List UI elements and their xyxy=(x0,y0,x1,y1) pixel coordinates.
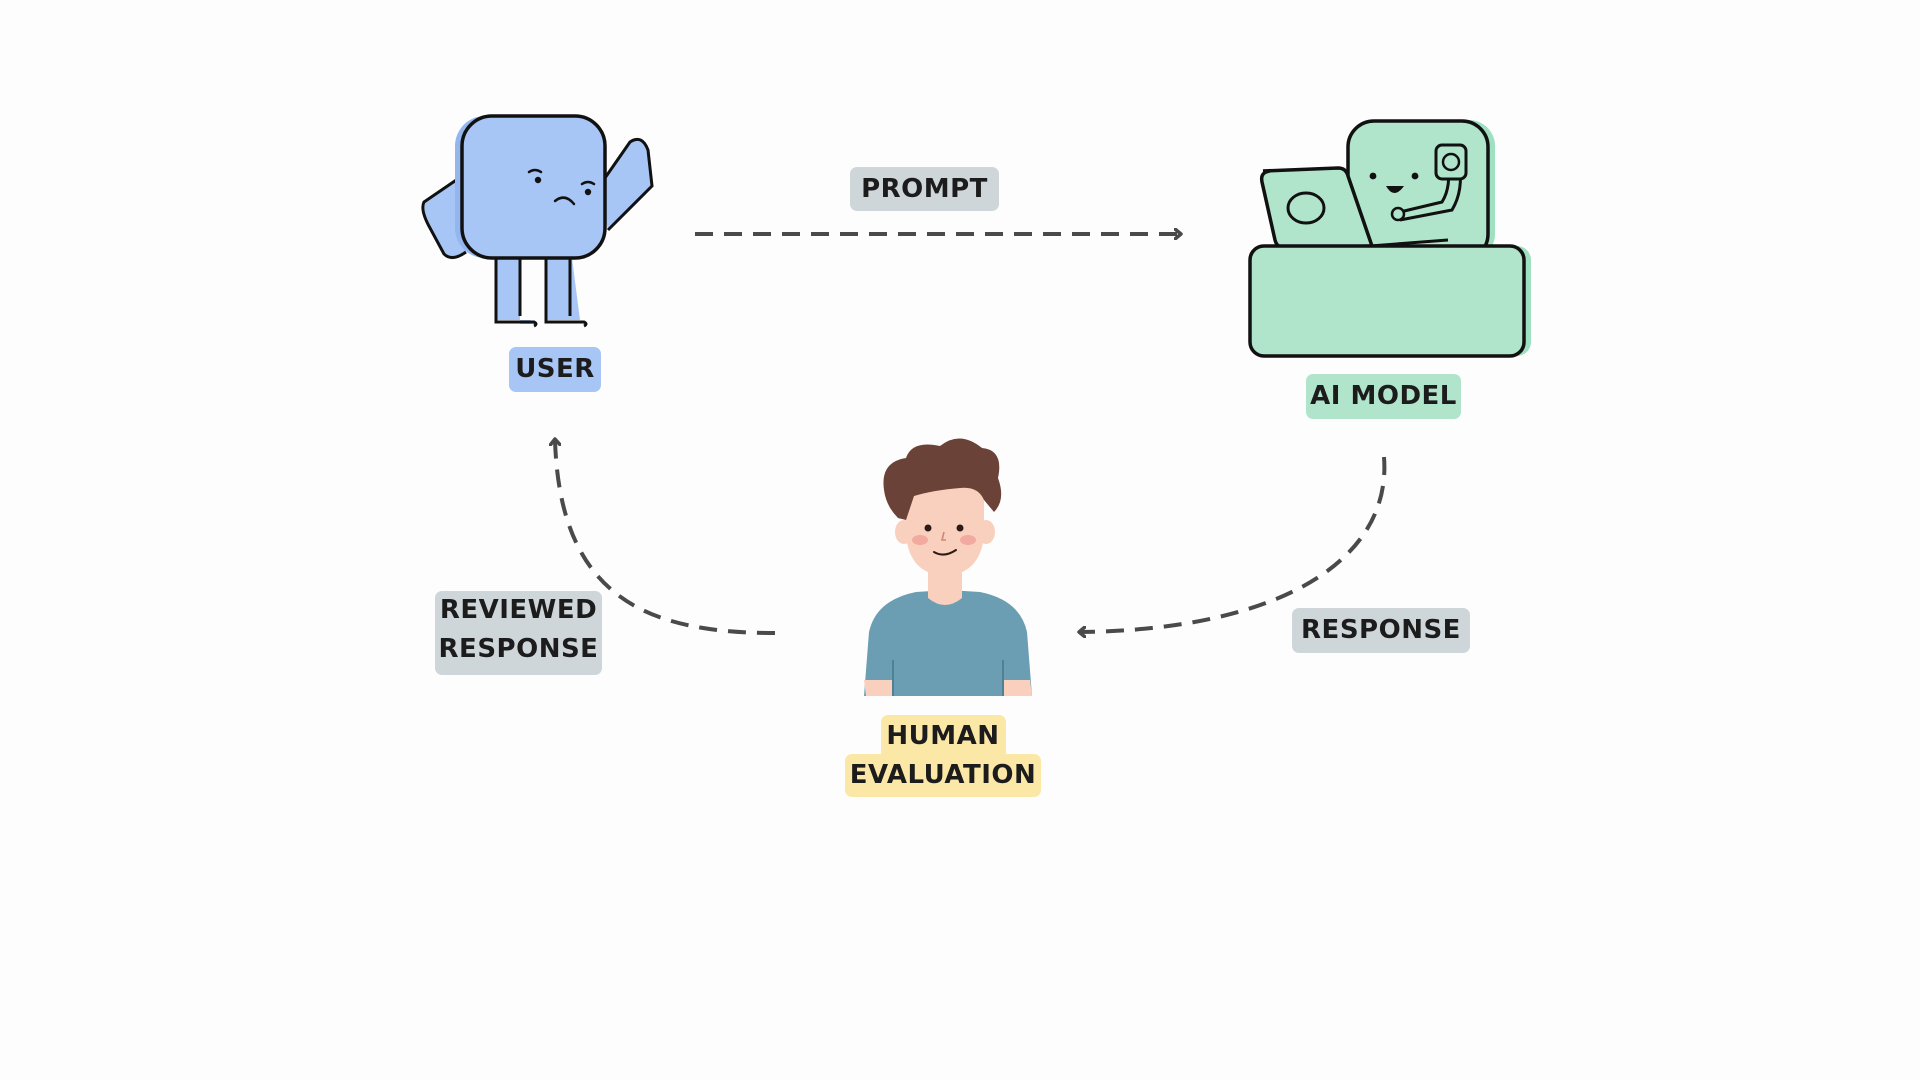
user-label: USER xyxy=(509,347,601,392)
human-evaluation-label: HUMAN EVALUATION xyxy=(845,715,1041,800)
human-evaluation-label-line1: HUMAN xyxy=(880,715,1006,754)
user-character-icon xyxy=(421,114,654,328)
reviewed-response-label-line1: REVIEWED xyxy=(439,595,598,625)
ai-model-label: AI MODEL xyxy=(1306,374,1461,419)
reviewed-response-label: REVIEWED RESPONSE xyxy=(435,591,602,675)
response-arrow xyxy=(1080,456,1387,632)
response-label: RESPONSE xyxy=(1292,608,1470,653)
reviewed-response-label-line2: RESPONSE xyxy=(438,634,599,664)
human-evaluator-icon xyxy=(864,438,1032,696)
prompt-label: PROMPT xyxy=(850,167,999,211)
reviewed-response-arrow xyxy=(555,440,776,635)
ai-model-character-icon xyxy=(1248,119,1531,358)
human-evaluation-label-line2: EVALUATION xyxy=(845,754,1041,797)
